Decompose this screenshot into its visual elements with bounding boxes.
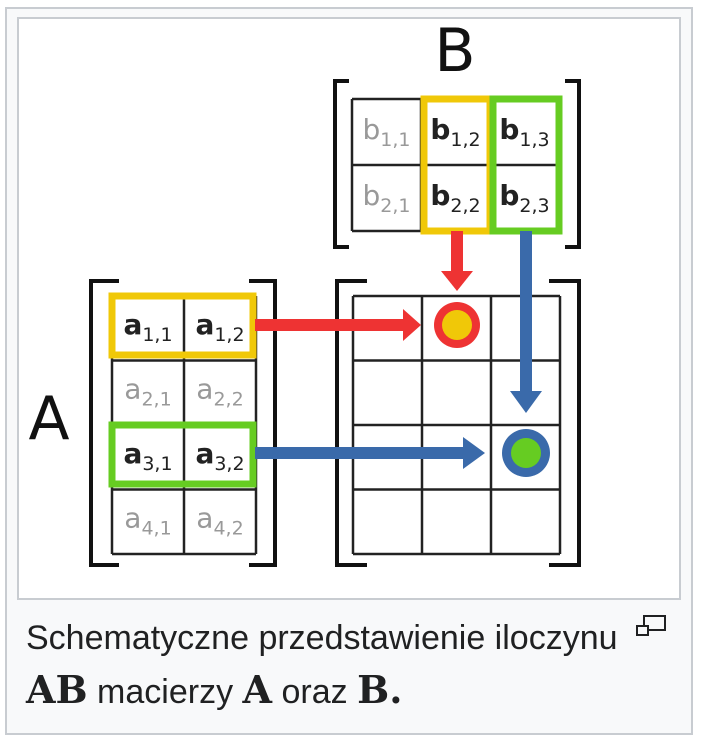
product-left-bracket [335, 279, 367, 567]
a-cell-1-1: a1,1 [123, 308, 172, 346]
red-row-arrow [255, 309, 421, 341]
b-cell-1-3: b1,3 [499, 113, 549, 151]
matrix-b-cells: b1,1 b1,2 b1,3 b2,1 b2,2 b2,3 [363, 113, 550, 217]
a-cell-2-1: a2,1 [124, 373, 171, 411]
result-dot-3-3 [502, 429, 550, 477]
diagram-image[interactable]: B A b1,1 b1,2 b1,3 b2,1 b2,2 b2,3 a1,1 a1,2 a2,… [17, 17, 681, 600]
red-column-arrow [441, 231, 473, 291]
matrix-b-label: B [434, 19, 475, 86]
matrix-b-right-bracket [565, 79, 581, 249]
blue-row-arrow [255, 437, 485, 469]
a-cell-4-1: a4,1 [124, 502, 171, 540]
a-cell-3-2: a3,2 [195, 437, 244, 475]
matrix-product-diagram: B A b1,1 b1,2 b1,3 b2,1 b2,2 b2,3 a1,1 a1,2 a2,… [28, 19, 581, 567]
b-cell-2-1: b2,1 [363, 179, 411, 217]
b-cell-1-1: b1,1 [363, 113, 411, 151]
blue-column-arrow [510, 231, 542, 413]
magnify-clip-icon[interactable] [635, 614, 667, 640]
caption-math-ab: AB [26, 667, 88, 712]
caption-math-a: A [242, 667, 273, 712]
matrix-b-left-bracket [333, 79, 349, 249]
a-row-1-highlight [108, 292, 257, 359]
b-cell-2-3: b2,3 [499, 179, 549, 217]
product-right-bracket [549, 279, 581, 567]
caption-period: . [389, 667, 403, 712]
matrix-a-left-bracket [89, 279, 119, 567]
b-cell-1-2: b1,2 [430, 113, 480, 151]
a-cell-1-2: a1,2 [195, 308, 244, 346]
matrix-a-cells: a1,1 a1,2 a2,1 a2,2 a3,1 a3,2 a4,1 a4,2 [123, 308, 244, 540]
a-cell-4-2: a4,2 [196, 502, 243, 540]
a-cell-3-1: a3,1 [123, 437, 172, 475]
caption-text-2: macierzy [87, 673, 243, 711]
figure-caption: Schematyczne przedstawienie iloczynu AB … [26, 612, 626, 718]
b-cell-2-2: b2,2 [430, 179, 480, 217]
result-dot-1-2 [434, 302, 480, 348]
caption-text-1: Schematyczne przedstawienie iloczynu [26, 619, 618, 657]
a-cell-2-2: a2,2 [196, 373, 243, 411]
caption-math-b: B [357, 667, 390, 712]
a-row-3-highlight [108, 421, 257, 488]
matrix-a-label: A [28, 384, 69, 454]
matrix-a-right-bracket [249, 279, 277, 567]
caption-text-3: oraz [272, 673, 358, 711]
